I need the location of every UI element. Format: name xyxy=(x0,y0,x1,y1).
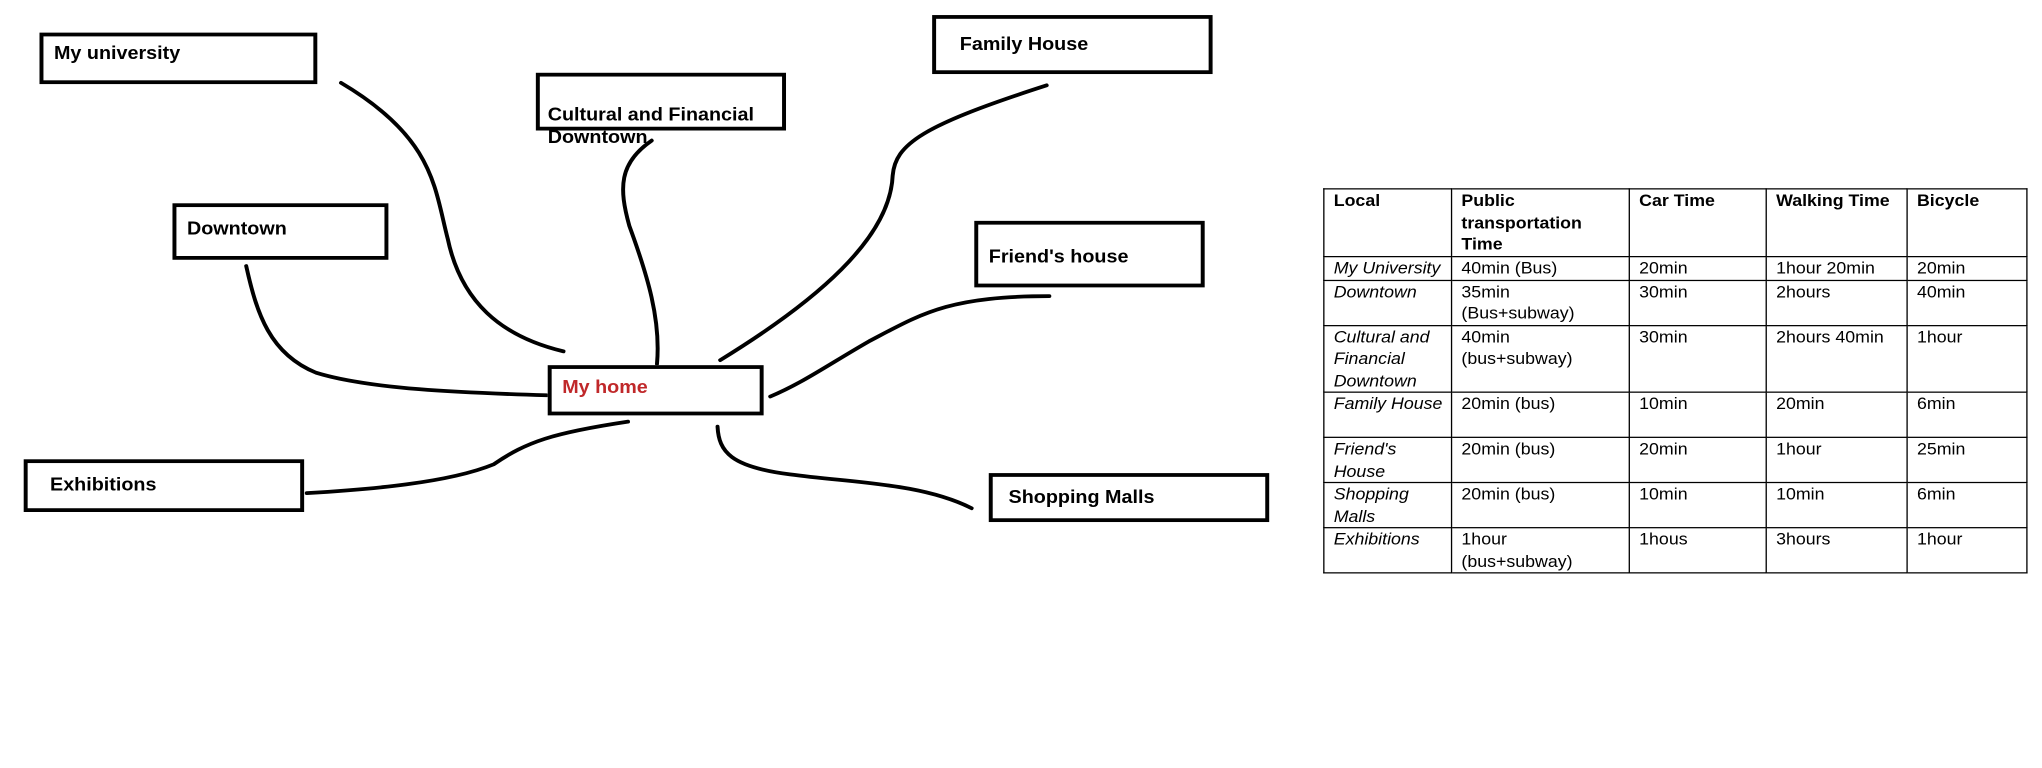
header-walking-time: Walking Time xyxy=(1765,188,1908,257)
node-exhibitions: Exhibitions xyxy=(23,459,305,512)
table-row: Cultural and Financial Downtown 40min (b… xyxy=(1323,324,2028,393)
cell-bicycle: 25min xyxy=(1906,436,2028,484)
cell-walking: 1hour 20min xyxy=(1765,255,1908,281)
cell-car: 20min xyxy=(1628,255,1767,281)
cell-place: Family House xyxy=(1323,391,1453,438)
cell-place: My University xyxy=(1323,255,1453,281)
connector-family xyxy=(718,83,1049,363)
cell-public: 20min (bus) xyxy=(1450,436,1630,484)
table-row: Downtown 35min (Bus+subway) 30min 2hours… xyxy=(1323,279,2028,326)
table-row: Exhibitions 1hour (bus+subway) 1hous 3ho… xyxy=(1323,527,2028,574)
node-cultural-financial-downtown: Cultural and Financial Downtown xyxy=(535,72,787,148)
header-public-transport: Public transportation Time xyxy=(1450,188,1630,257)
cell-walking: 3hours xyxy=(1765,527,1908,574)
cell-walking: 10min xyxy=(1765,481,1908,529)
cell-place: Exhibitions xyxy=(1323,527,1453,574)
connector-exhibitions xyxy=(304,419,630,496)
connector-downtown xyxy=(244,264,549,398)
cell-walking: 2hours xyxy=(1765,279,1908,326)
cell-car: 1hous xyxy=(1628,527,1767,574)
node-label: Cultural and Financial Downtown xyxy=(547,104,755,149)
node-family-house: Family House xyxy=(932,15,1213,75)
connector-shopping xyxy=(715,424,974,511)
cell-public: 1hour (bus+subway) xyxy=(1450,527,1630,574)
cell-bicycle: 20min xyxy=(1906,255,2028,281)
node-label: Shopping Malls xyxy=(1008,486,1155,509)
cell-walking: 1hour xyxy=(1765,436,1908,484)
cell-car: 20min xyxy=(1628,436,1767,484)
cell-place: Downtown xyxy=(1323,279,1453,326)
node-label: Exhibitions xyxy=(50,474,157,496)
cell-place: Cultural and Financial Downtown xyxy=(1323,324,1453,393)
node-friends-house: Friend's house xyxy=(974,220,1205,288)
cell-bicycle: 40min xyxy=(1906,279,2028,326)
table-header-row: Local Public transportation Time Car Tim… xyxy=(1323,188,2028,257)
header-local: Local xyxy=(1323,188,1453,257)
cell-car: 10min xyxy=(1628,481,1767,529)
cell-place: Shopping Malls xyxy=(1323,481,1453,529)
cell-public: 40min (bus+subway) xyxy=(1450,324,1630,393)
cell-public: 35min (Bus+subway) xyxy=(1450,279,1630,326)
cell-place: Friend's House xyxy=(1323,436,1453,484)
table-row: My University 40min (Bus) 20min 1hour 20… xyxy=(1323,255,2028,281)
table-row: Shopping Malls 20min (bus) 10min 10min 6… xyxy=(1323,481,2028,529)
table-row: Family House 20min (bus) 10min 20min 6mi… xyxy=(1323,391,2028,438)
cell-car: 30min xyxy=(1628,279,1767,326)
cell-bicycle: 1hour xyxy=(1906,324,2028,393)
header-car-time: Car Time xyxy=(1628,188,1767,257)
node-label: My university xyxy=(53,42,181,64)
node-label: Friend's house xyxy=(988,245,1129,268)
node-my-university: My university xyxy=(39,32,318,85)
cell-walking: 20min xyxy=(1765,391,1908,438)
travel-time-table: Local Public transportation Time Car Tim… xyxy=(1323,188,2028,574)
node-label: Downtown xyxy=(186,218,287,240)
connector-friend xyxy=(768,294,1052,399)
travel-time-table-container: Local Public transportation Time Car Tim… xyxy=(1323,188,2028,574)
cell-walking: 2hours 40min xyxy=(1765,324,1908,393)
node-my-home: My home xyxy=(547,365,764,416)
connector-cultural xyxy=(621,138,660,366)
cell-car: 10min xyxy=(1628,391,1767,438)
cell-bicycle: 6min xyxy=(1906,391,2028,438)
node-downtown: Downtown xyxy=(172,203,389,260)
cell-bicycle: 1hour xyxy=(1906,527,2028,574)
node-center-label: My home xyxy=(562,376,648,398)
cell-public: 40min (Bus) xyxy=(1450,255,1630,281)
table-row: Friend's House 20min (bus) 20min 1hour 2… xyxy=(1323,436,2028,484)
cell-bicycle: 6min xyxy=(1906,481,2028,529)
cell-public: 20min (bus) xyxy=(1450,391,1630,438)
cell-car: 30min xyxy=(1628,324,1767,393)
cell-public: 20min (bus) xyxy=(1450,481,1630,529)
node-label: Family House xyxy=(959,33,1089,56)
header-bicycle: Bicycle xyxy=(1906,188,2028,257)
connector-university xyxy=(339,80,566,354)
node-shopping-malls: Shopping Malls xyxy=(988,473,1270,523)
